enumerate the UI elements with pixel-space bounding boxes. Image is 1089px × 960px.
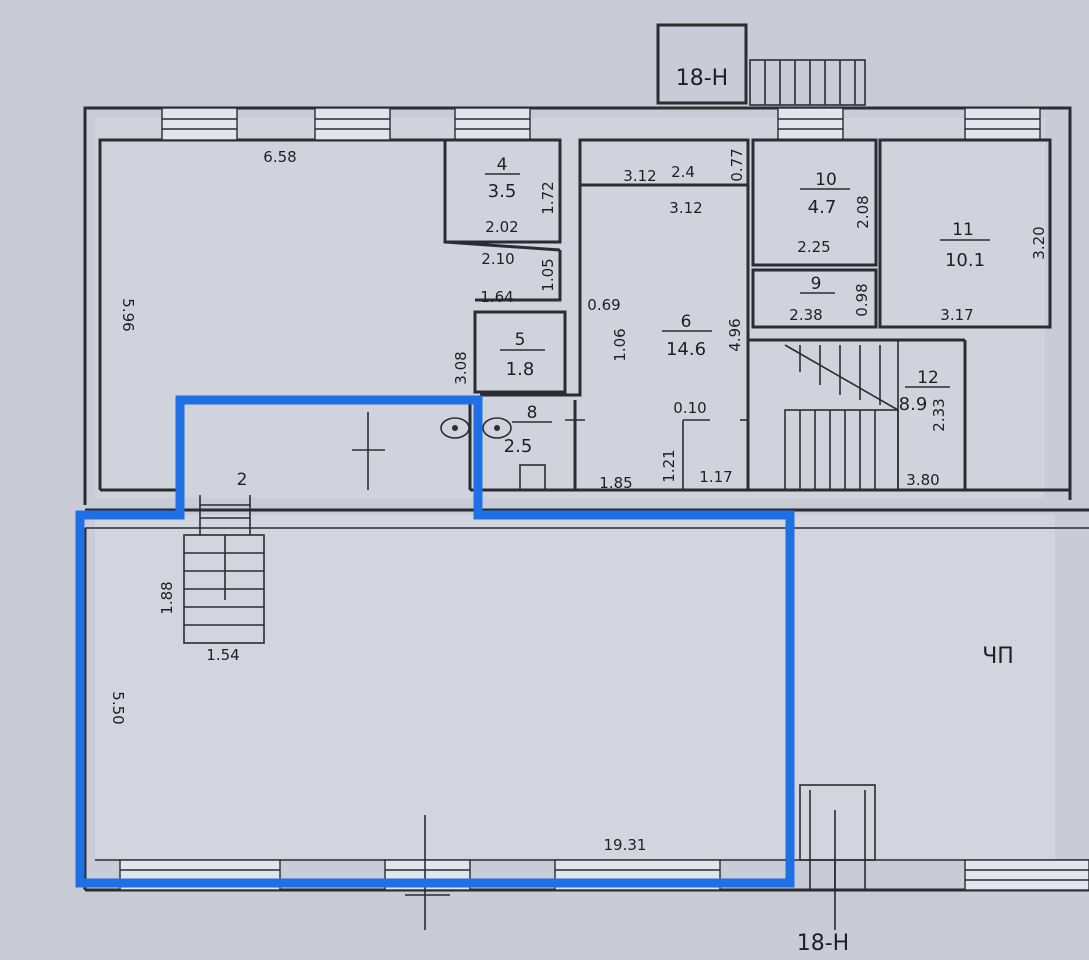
dimension-label: 3.12 [623, 167, 656, 185]
room-area-8: 2.5 [504, 436, 533, 457]
dimension-label: 1.17 [699, 468, 732, 486]
inner-staircase [784, 344, 899, 491]
room-area-4: 3.5 [488, 181, 517, 202]
dimension-label: 2.33 [930, 398, 948, 431]
dimension-label: 1.54 [206, 646, 239, 664]
room-number-2: 2 [237, 470, 248, 490]
room-labels: 2 4 3.5 5 1.8 6 14.6 8 2.5 9 10 4.7 11 1… [237, 155, 990, 490]
upper-floor-fill [95, 118, 1045, 498]
dimension-label: 0.10 [673, 399, 706, 417]
dimension-label: 3.08 [452, 351, 470, 384]
room-area-11: 10.1 [945, 250, 985, 271]
dimension-label: 0.77 [728, 148, 746, 181]
dimension-label: 2.10 [481, 250, 514, 268]
dimension-label: 1.21 [660, 449, 678, 482]
dimension-label: 0.69 [587, 296, 620, 314]
dimension-label: 4.96 [726, 318, 744, 351]
lower-hall-fill [95, 515, 1055, 860]
dimension-label: 3.12 [669, 199, 702, 217]
axis-label-bottom: 18-Н [797, 931, 849, 956]
dimension-label: 5.96 [119, 298, 137, 331]
dimension-label: 2.02 [485, 218, 518, 236]
dimension-label: 6.58 [263, 148, 296, 166]
room-number-10: 10 [815, 170, 837, 190]
highlighted-premises-outline[interactable] [75, 395, 795, 888]
room-area-6: 14.6 [666, 339, 706, 360]
interior-partitions [443, 138, 1052, 491]
dimension-label: 1.85 [599, 474, 632, 492]
zone-label: ЧП [982, 644, 1014, 669]
dimension-label: 2.25 [797, 238, 830, 256]
dimension-label: 2.08 [854, 195, 872, 228]
sanitary-fixtures [352, 412, 585, 490]
room-area-12: 8.9 [899, 394, 928, 415]
top-axis-box [656, 23, 748, 105]
top-entrance-stair [749, 59, 866, 106]
dimension-labels: 6.58 5.96 1.72 2.02 2.10 1.05 1.64 3.08 … [109, 148, 1048, 854]
room-number-4: 4 [497, 155, 508, 175]
dimension-label: 3.20 [1030, 226, 1048, 259]
room-number-9: 9 [811, 274, 822, 294]
dimension-label: 1.06 [611, 328, 629, 361]
room-number-11: 11 [952, 220, 974, 240]
dimension-label: 2.4 [671, 163, 695, 181]
room-area-5: 1.8 [506, 359, 535, 380]
dimension-label: 2.38 [789, 306, 822, 324]
axis-label-top: 18-Н [676, 66, 728, 91]
dimension-label: 1.88 [158, 581, 176, 614]
dimension-label: 1.64 [480, 288, 513, 306]
dimension-label: 3.17 [940, 306, 973, 324]
dimension-label: 5.50 [109, 691, 127, 724]
dimension-label: 1.05 [539, 258, 557, 291]
hall-stair [183, 495, 265, 644]
dimension-label: 0.98 [853, 283, 871, 316]
dimension-label: 3.80 [906, 471, 939, 489]
room-number-6: 6 [681, 312, 692, 332]
room-number-5: 5 [515, 330, 526, 350]
room-area-10: 4.7 [808, 197, 837, 218]
room-number-12: 12 [917, 368, 939, 388]
room-number-8: 8 [527, 403, 538, 423]
dimension-label: 1.72 [539, 181, 557, 214]
dimension-label: 19.31 [604, 836, 647, 854]
